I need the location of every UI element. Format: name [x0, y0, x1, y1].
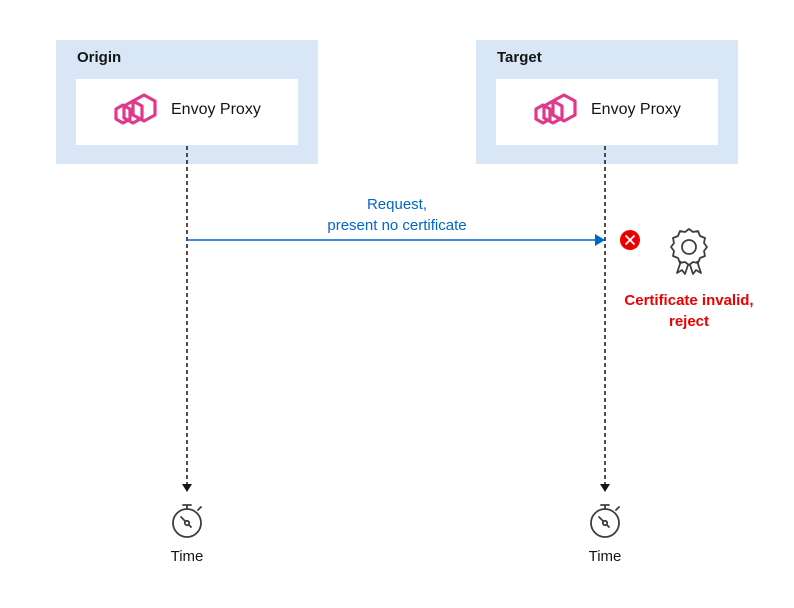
request-arrowhead: [595, 234, 605, 246]
stopwatch-icon: [172, 504, 202, 538]
result-message: Certificate invalid, reject: [609, 290, 769, 332]
target-time-label: Time: [588, 548, 622, 565]
envoy-logo-icon: [534, 93, 577, 125]
stopwatch-icon: [590, 504, 620, 538]
origin-time-label: Time: [170, 548, 204, 565]
origin-card: Envoy Proxy: [76, 79, 298, 145]
request-message-line1: Request,: [366, 196, 428, 213]
error-x-icon: [620, 230, 640, 250]
origin-component-label: Envoy Proxy: [171, 101, 261, 118]
request-message-line2: present no certificate: [327, 217, 467, 234]
certificate-icon: [670, 228, 708, 275]
target-panel: Target Envoy Proxy: [476, 40, 738, 164]
origin-lifeline-arrowhead: [182, 484, 192, 492]
target-card: Envoy Proxy: [496, 79, 718, 145]
target-lifeline-arrowhead: [600, 484, 610, 492]
result-message-line2: reject: [668, 313, 710, 330]
envoy-logo-icon: [114, 93, 157, 125]
origin-panel: Origin Envoy Proxy: [56, 40, 318, 164]
result-message-line1: Certificate invalid,: [624, 292, 754, 309]
origin-title: Origin: [77, 49, 122, 66]
target-component-label: Envoy Proxy: [591, 101, 681, 118]
target-title: Target: [497, 49, 542, 66]
request-message: Request, present no certificate: [287, 194, 507, 236]
